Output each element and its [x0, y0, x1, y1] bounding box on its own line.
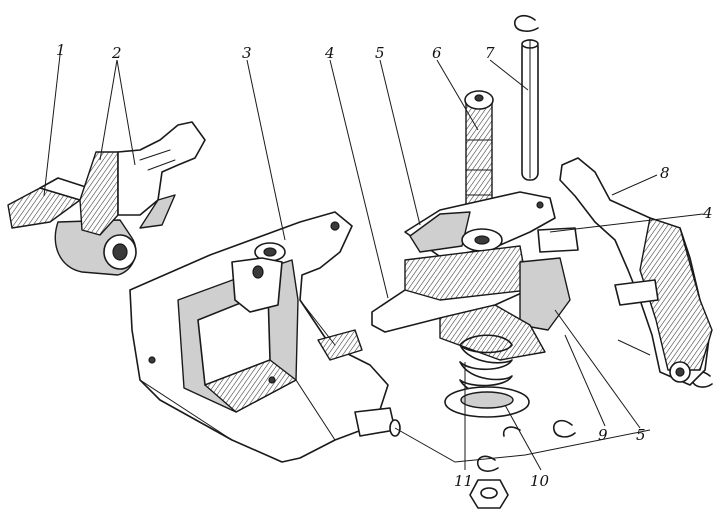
callout-4-right: 4: [702, 204, 713, 222]
callout-labels: 1 2 3 4 5 6 7 8 4 9 5 10 11: [56, 41, 713, 490]
callout-5-lower: 5: [636, 426, 646, 444]
callout-4-upper-left: 4: [324, 44, 335, 62]
callout-2: 2: [111, 44, 122, 62]
pin: [521, 39, 539, 181]
mounting-bracket: [129, 211, 401, 463]
assembly-guide-lines: [394, 339, 651, 463]
retaining-clips: [476, 14, 713, 472]
callout-6: 6: [432, 44, 442, 62]
hex-nut: [469, 479, 509, 509]
callout-8: 8: [660, 164, 670, 182]
callout-11: 11: [454, 472, 473, 490]
shaft-with-fork-lever: [7, 121, 206, 276]
callout-1: 1: [56, 41, 66, 59]
selector-housing-assembly: [371, 90, 579, 361]
leader-lines: [43, 54, 704, 471]
selector-plate: [559, 157, 713, 386]
spring-washer: [444, 386, 530, 418]
callout-9: 9: [598, 426, 608, 444]
callout-3: 3: [242, 44, 252, 62]
callout-7: 7: [485, 44, 495, 62]
compression-spring: [459, 334, 513, 397]
callout-10: 10: [530, 472, 550, 490]
callout-5-upper: 5: [375, 44, 385, 62]
